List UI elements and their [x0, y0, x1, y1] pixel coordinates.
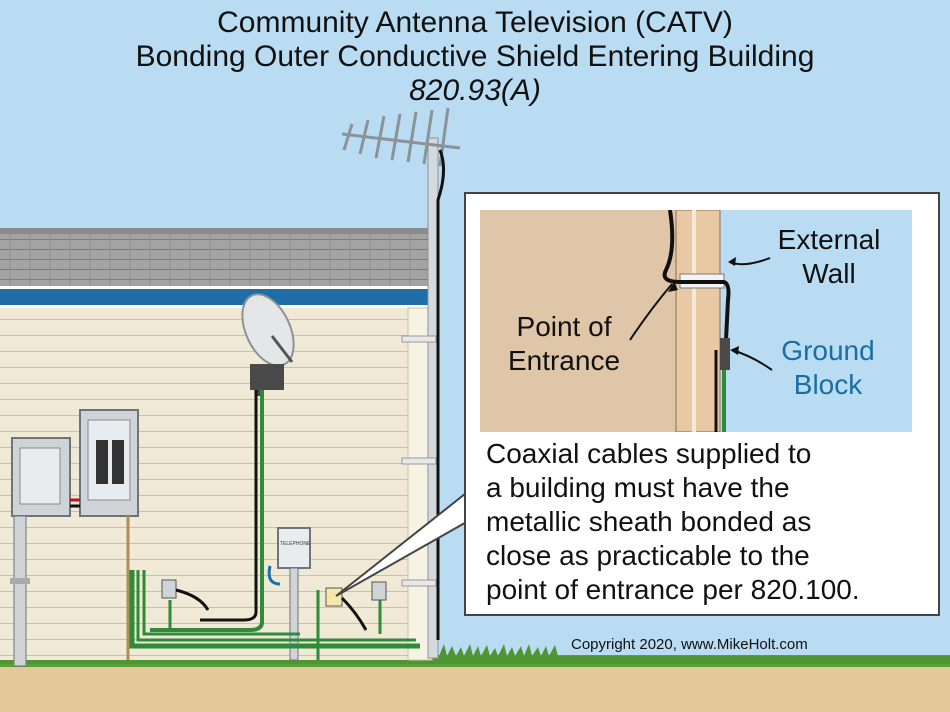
dish-cable-green	[150, 390, 264, 632]
caption-line-3: metallic sheath bonded as	[486, 506, 812, 537]
caption-line-4: close as practicable to the	[486, 540, 810, 571]
roof-edge	[0, 228, 432, 234]
caption-line-1: Coaxial cables supplied to	[486, 438, 812, 469]
detail-illustration	[480, 210, 912, 432]
copyright-text: Copyright 2020, www.MikeHolt.com	[571, 636, 808, 653]
soffit-trim	[0, 305, 432, 308]
ground-blocks	[161, 579, 387, 631]
external-wall-label-line-2: Wall	[802, 258, 856, 289]
title-line-3: 820.93(A)	[409, 74, 541, 107]
house-siding	[0, 308, 432, 660]
fascia-trim	[0, 286, 432, 289]
ground-block-label-line-2: Block	[793, 369, 863, 400]
mast-bracket-2	[401, 457, 437, 465]
roof-shingles	[0, 232, 432, 290]
caption-line-5: point of entrance per 820.100.	[486, 574, 860, 605]
external-wall-label: External Wall	[766, 223, 892, 291]
external-wall-label-line-1: External	[777, 224, 881, 255]
satellite-dish	[241, 293, 295, 396]
fascia-board	[0, 288, 432, 306]
telephone-box-label: TELEPHONE	[280, 541, 311, 547]
ground-block-label: Ground Block	[770, 334, 886, 402]
point-of-entrance-label-line-2: Entrance	[507, 345, 621, 376]
dish-cable-black	[200, 390, 258, 622]
caption-text: Coaxial cables supplied to a building mu…	[486, 437, 936, 607]
ground-block-label-line-1: Ground	[781, 335, 875, 366]
antenna-coax	[436, 149, 445, 640]
caption-line-2: a building must have the	[486, 472, 790, 503]
title-line-1: Community Antenna Television (CATV)	[217, 6, 733, 39]
point-of-entrance-label-line-1: Point of	[516, 311, 612, 342]
title-line-2: Bonding Outer Conductive Shield Entering…	[135, 40, 815, 73]
mast-bracket-1	[401, 335, 437, 343]
telephone-box	[267, 527, 311, 661]
ground	[0, 664, 950, 712]
point-of-entrance-label: Point of Entrance	[494, 310, 634, 378]
mast-bracket-3	[401, 579, 437, 587]
bonding-conductors	[129, 570, 420, 660]
service-equipment	[10, 409, 139, 667]
